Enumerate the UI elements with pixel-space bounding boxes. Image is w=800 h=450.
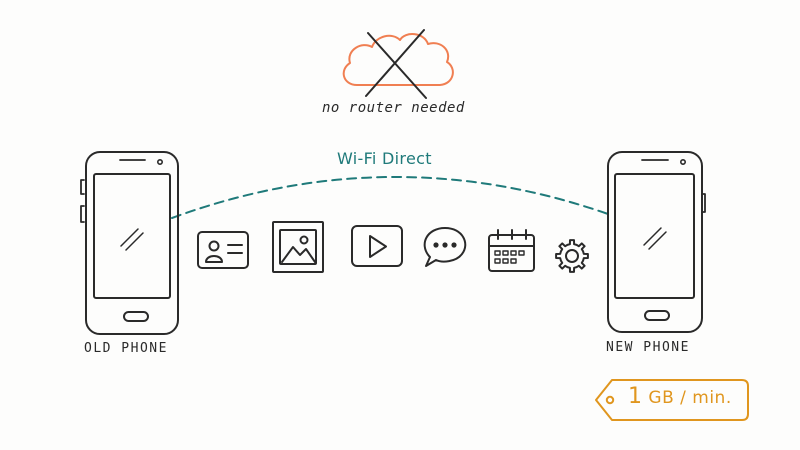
new-phone-icon — [607, 151, 706, 333]
new-phone-label: NEW PHONE — [606, 340, 690, 355]
settings-gear-icon — [555, 239, 589, 273]
wifi-direct-arc — [171, 176, 609, 219]
calendar-icon — [488, 229, 535, 272]
old-phone-label: OLD PHONE — [84, 341, 168, 356]
cross-line-1 — [367, 32, 427, 99]
speed-unit: GB / min. — [648, 388, 732, 408]
cross-line-2 — [365, 29, 425, 97]
crossed-out-cloud-icon — [342, 29, 454, 99]
transfer-speed-text: 1 GB / min. — [628, 384, 732, 409]
cloud-icon — [342, 33, 454, 86]
photo-icon — [272, 221, 324, 273]
contact-card-icon — [197, 231, 249, 269]
wifi-direct-label: Wi-Fi Direct — [337, 149, 432, 168]
no-router-caption: no router needed — [322, 100, 465, 116]
message-icon — [423, 227, 467, 267]
old-phone-icon — [80, 151, 179, 335]
video-icon — [351, 225, 403, 267]
speed-tag — [595, 379, 749, 421]
speed-value: 1 — [628, 384, 643, 409]
